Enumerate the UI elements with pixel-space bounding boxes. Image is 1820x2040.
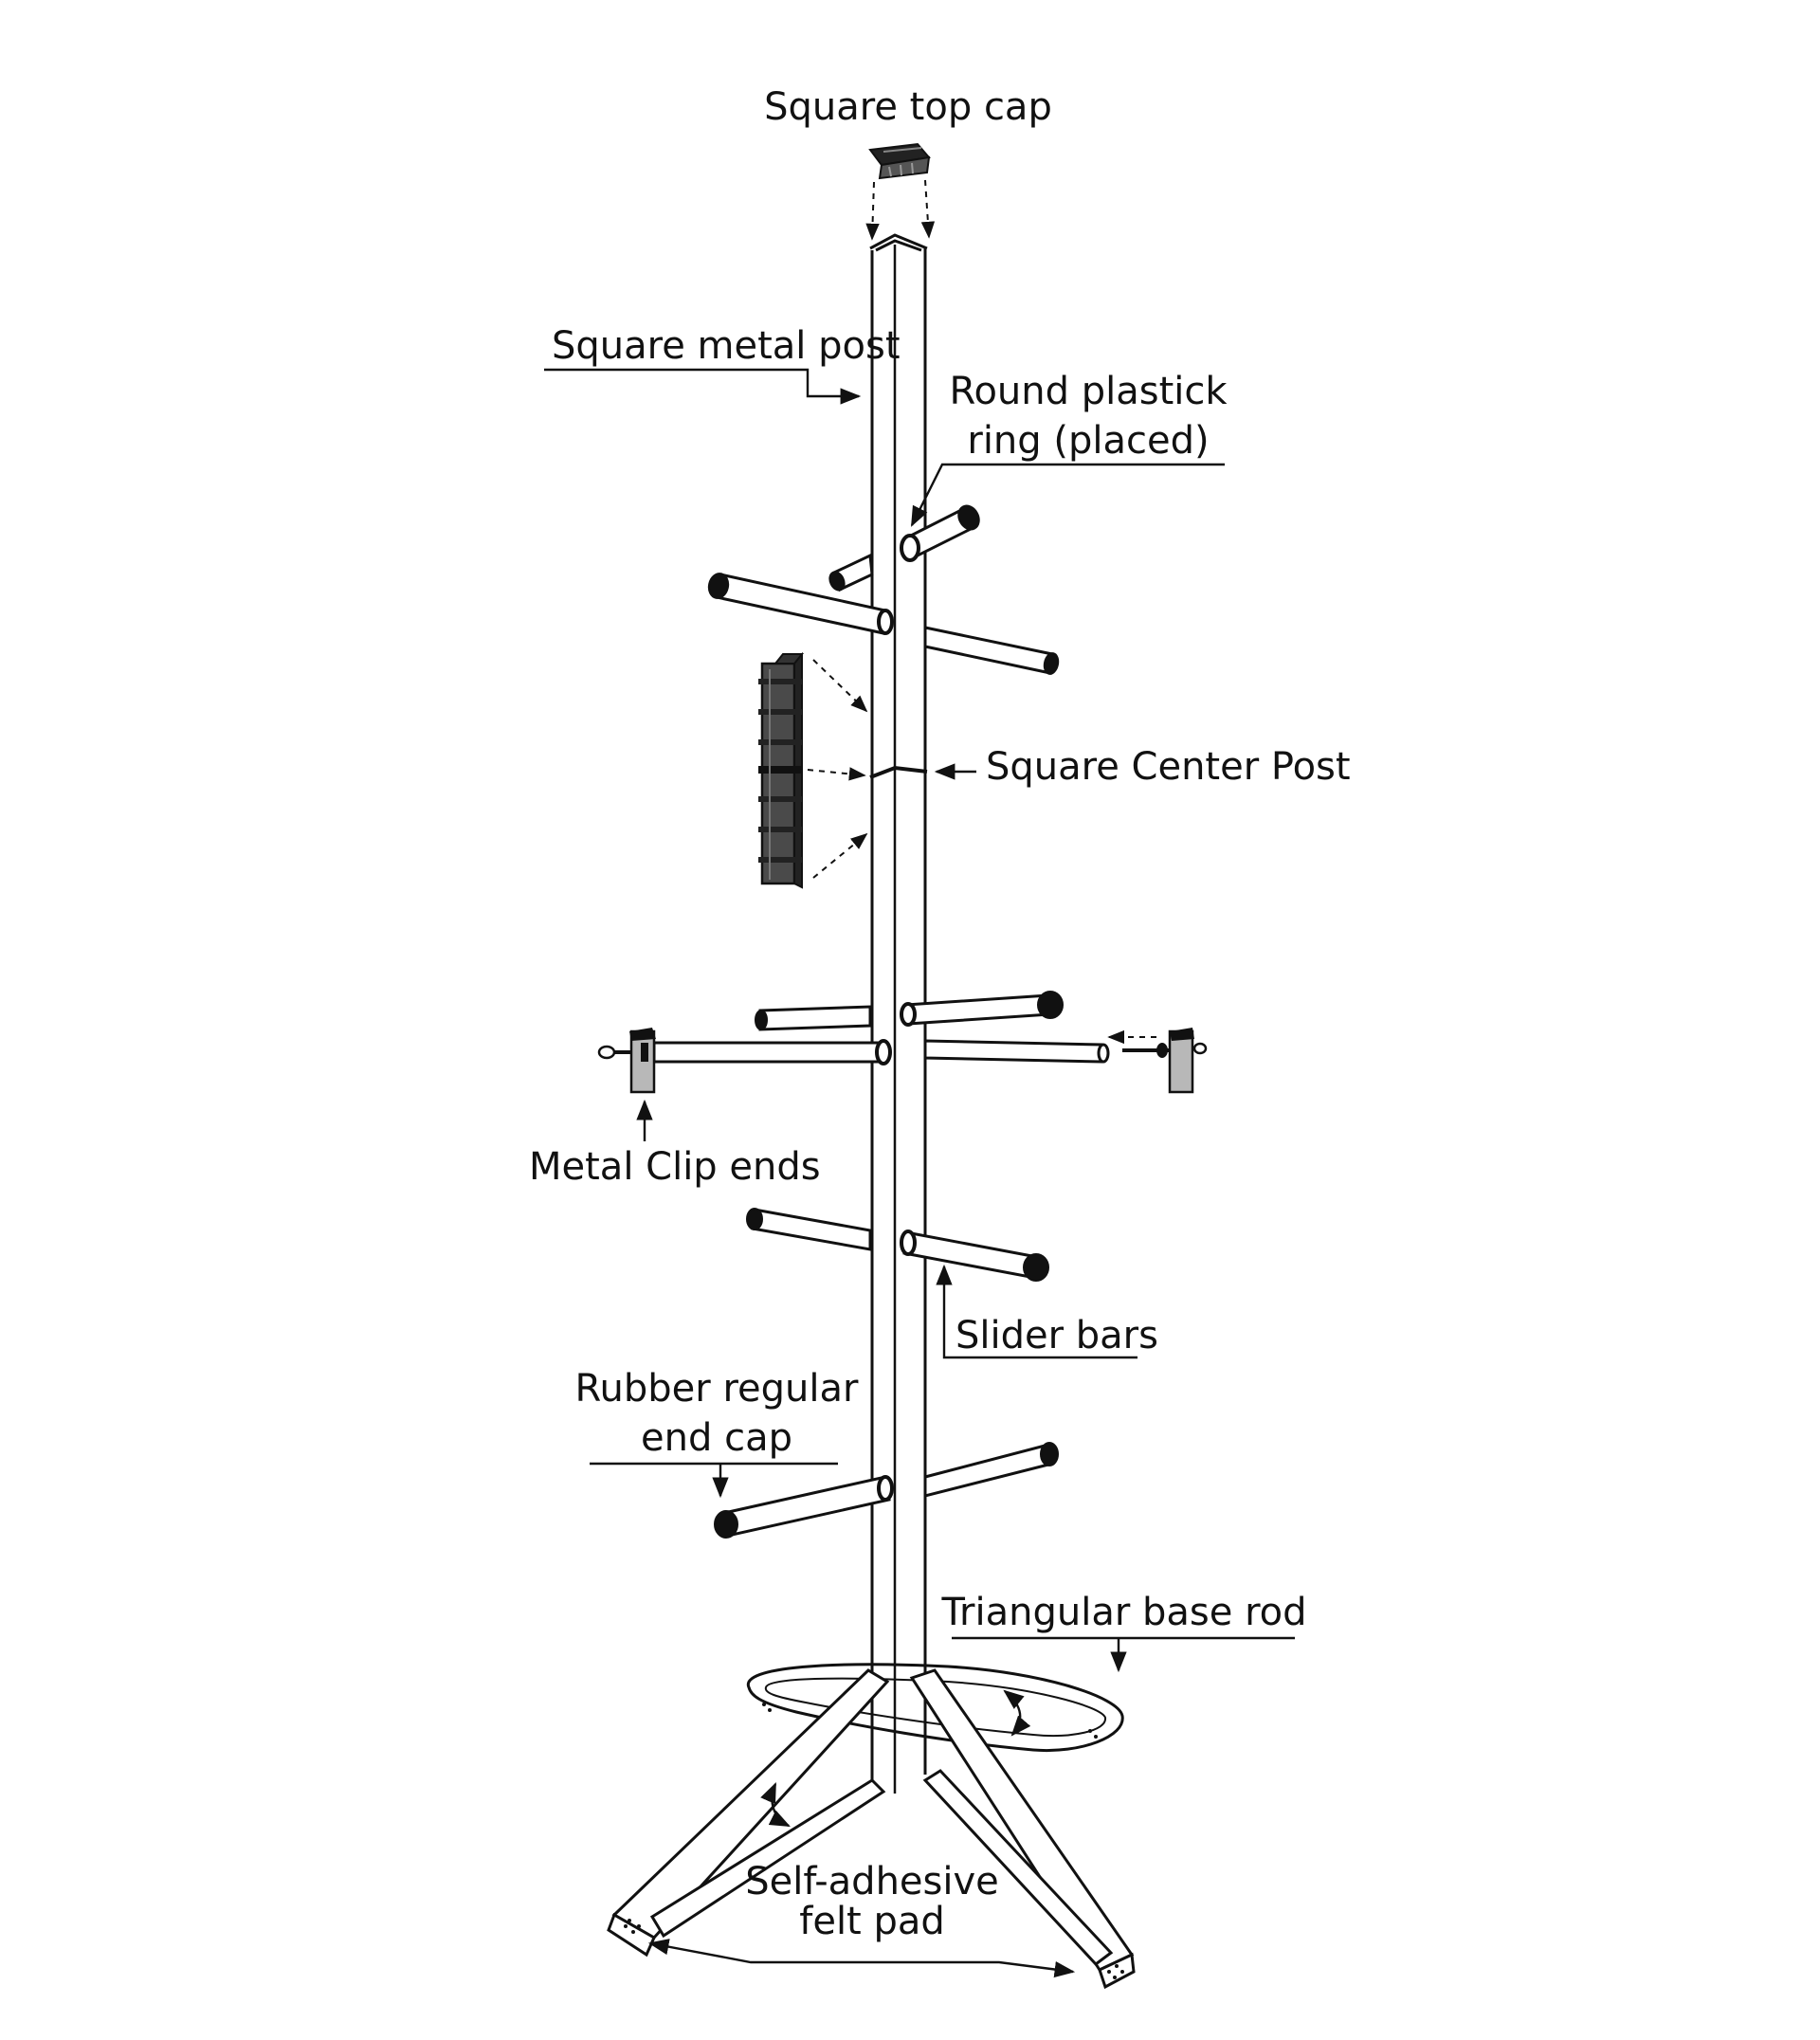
- label-square-center-post: Square Center Post: [986, 745, 1351, 789]
- self-adhesive-felt-pad-dots: [624, 1919, 1124, 1979]
- top-cap-guide-right: [920, 179, 936, 239]
- connector-guide-bottom: [812, 832, 868, 879]
- bar-tier1-upper: [900, 504, 980, 562]
- base-rotation-arrow-left: [760, 1782, 791, 1828]
- label-triangular-base-rod: Triangular base rod: [941, 1591, 1307, 1634]
- label-slider-bars: Slider bars: [956, 1314, 1158, 1357]
- label-rubber-end-cap-line1: Rubber regular: [575, 1367, 859, 1411]
- bar-tier4: [714, 1442, 1059, 1539]
- bar-tier1-back: [828, 553, 874, 592]
- label-felt-pad-line2: felt pad: [799, 1900, 945, 1943]
- square-center-post-connector: [758, 652, 805, 889]
- metal-clip-left: [597, 1028, 656, 1094]
- center-post-seam: [869, 765, 928, 779]
- bar-tier1-long: [707, 573, 1060, 675]
- leader-felt-pad: [647, 1939, 1076, 1978]
- label-rubber-end-cap-line2: end cap: [641, 1416, 792, 1460]
- base-legs: [607, 1668, 1136, 1990]
- top-cap-guide-left: [865, 181, 880, 241]
- label-round-plastic-ring-line2: ring (placed): [967, 419, 1209, 463]
- label-felt-pad-line1: Self-adhesive: [745, 1860, 999, 1903]
- label-square-top-cap: Square top cap: [764, 85, 1052, 129]
- round-plastic-ring: [900, 534, 920, 562]
- square-top-cap: [868, 142, 931, 180]
- bar-tier2-clip: [652, 1039, 1110, 1066]
- metal-clip-right: [1122, 1028, 1208, 1094]
- leader-slider-bars: [936, 1264, 1138, 1359]
- label-metal-clip-ends: Metal Clip ends: [529, 1145, 821, 1189]
- connector-guide-top: [812, 659, 868, 713]
- leader-round-plastic-ring: [910, 463, 1225, 527]
- label-round-plastic-ring-line1: Round plastick: [949, 370, 1228, 413]
- base-rotation-arrow-right: [1003, 1689, 1031, 1737]
- bar-tier2-upper: [755, 991, 1064, 1031]
- bar-tier3: [746, 1208, 1049, 1282]
- label-square-metal-post: Square metal post: [552, 324, 901, 368]
- connector-guide-mid: [807, 767, 866, 781]
- leader-square-metal-post: [544, 368, 862, 405]
